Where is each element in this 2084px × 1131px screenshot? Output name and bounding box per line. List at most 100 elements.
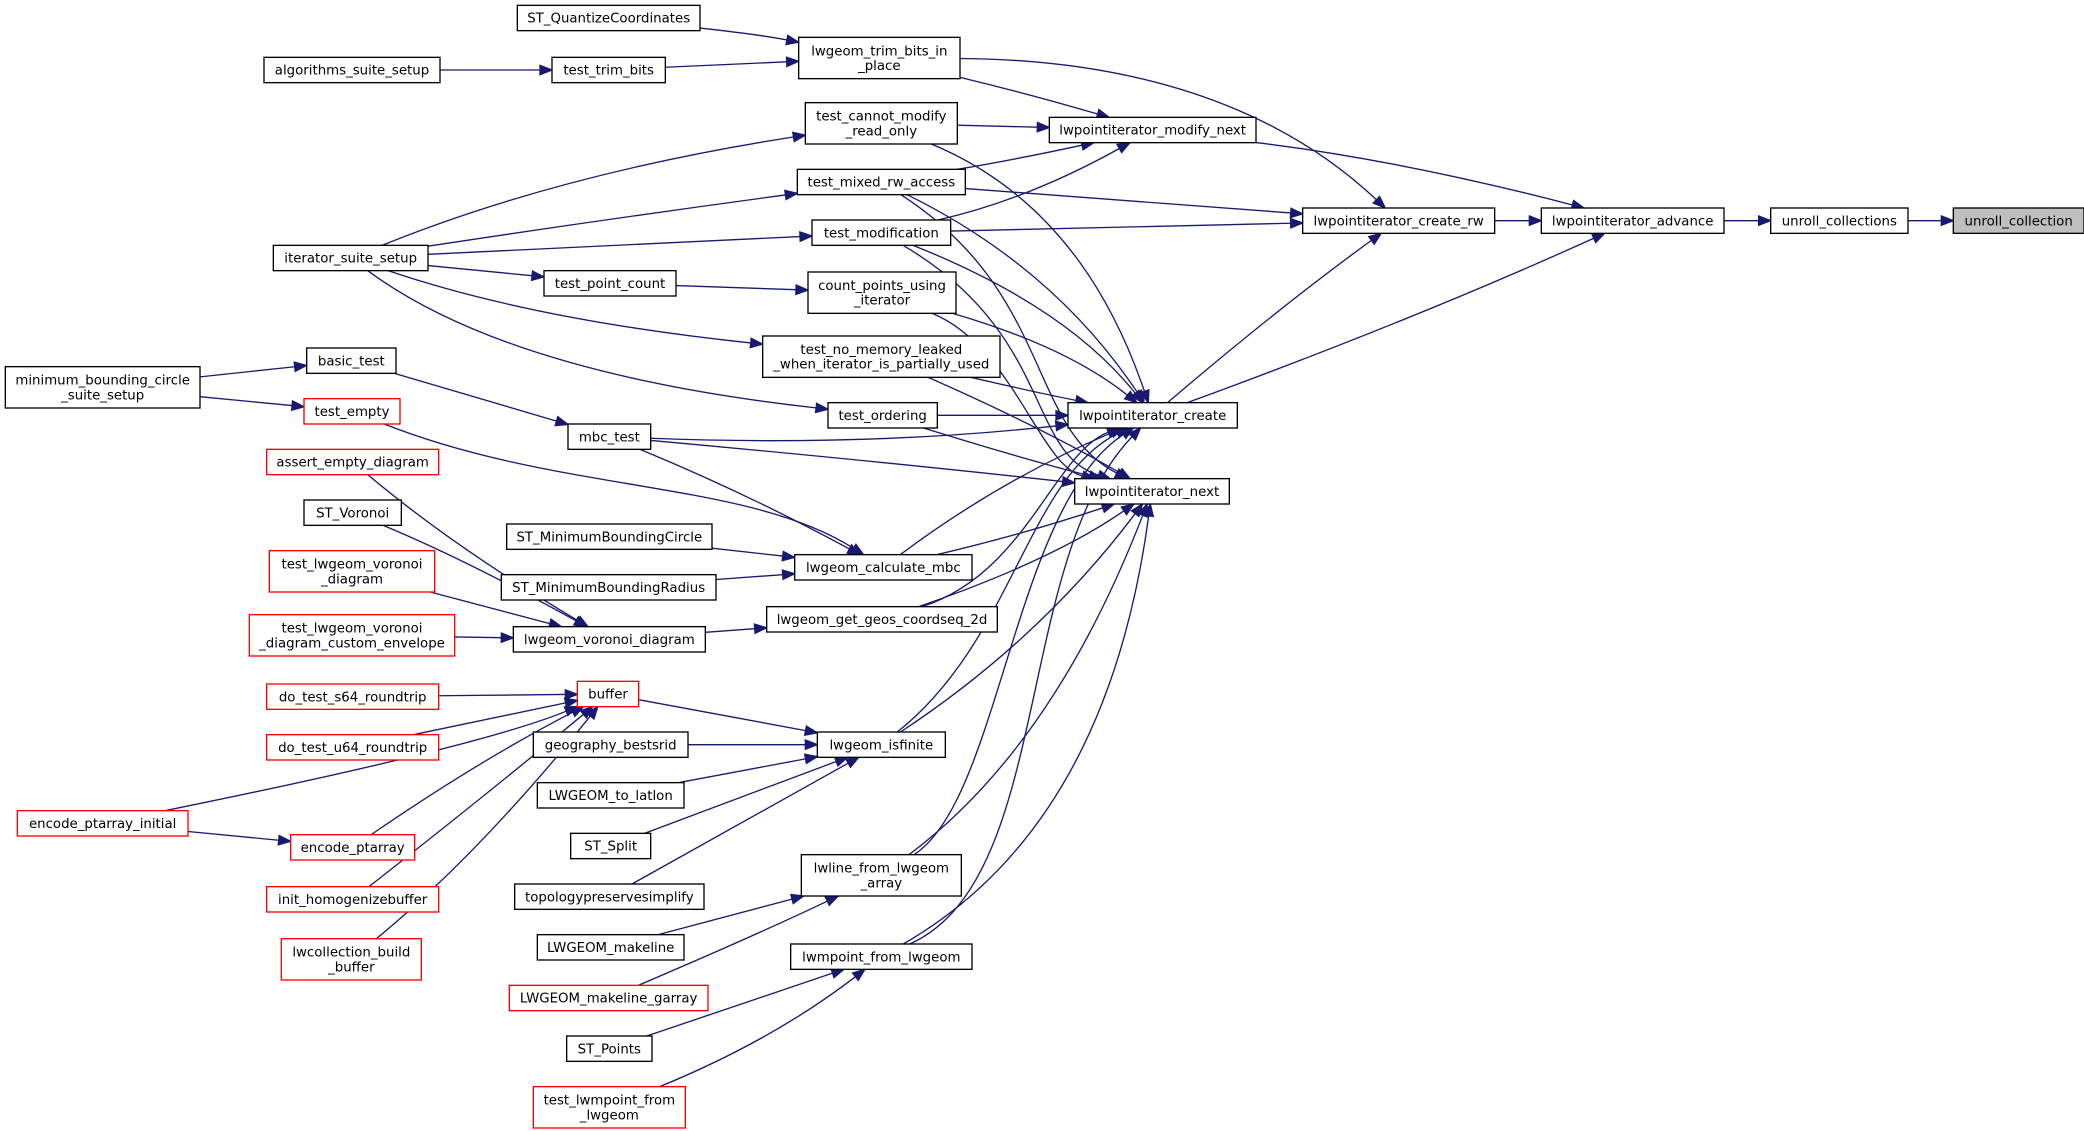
node-test-empty[interactable]: test_empty [303, 398, 401, 425]
node-label: lwpointiterator_next [1085, 485, 1219, 500]
node-label: test_lwgeom_voronoi [281, 558, 422, 573]
node-test-modification[interactable]: test_modification [811, 219, 952, 246]
node-lwcollection-build-buffer[interactable]: lwcollection_build_buffer [280, 938, 422, 981]
node-st-minimumboundingcircle[interactable]: ST_MinimumBoundingCircle [506, 523, 713, 550]
node-st-split[interactable]: ST_Split [570, 832, 652, 860]
node-lwpointiterator-create-rw[interactable]: lwpointiterator_create_rw [1302, 207, 1496, 234]
node-lwgeom-to-latlon[interactable]: LWGEOM_to_latlon [536, 782, 685, 809]
node-label: lwgeom_get_geos_coordseq_2d [777, 613, 988, 628]
node-lwgeom-voronoi-diagram[interactable]: lwgeom_voronoi_diagram [512, 626, 706, 653]
arrowhead [530, 270, 546, 282]
node-label: LWGEOM_makeline [547, 941, 674, 956]
edge-test-empty-to-lwgeom-calculate-mbc [383, 423, 854, 549]
node-lwgeom-makeline[interactable]: LWGEOM_makeline [536, 934, 685, 961]
node-count-points-using-iterator[interactable]: count_points_using_iterator [807, 271, 957, 314]
node-st-quantizecoordinates[interactable]: ST_QuantizeCoordinates [516, 4, 701, 32]
node-assert-empty-diagram[interactable]: assert_empty_diagram [266, 448, 440, 476]
edge-iterator-suite-setup-to-test-ordering [367, 270, 817, 409]
arrowhead [803, 724, 820, 737]
arrowhead [563, 697, 580, 709]
node-test-ordering[interactable]: test_ordering [827, 402, 938, 429]
node-iterator-suite-setup[interactable]: iterator_suite_setup [272, 244, 429, 272]
edge-lwgeom-isfinite-to-lwpointiterator-next [900, 513, 1136, 733]
node-box [516, 4, 701, 32]
node-label: lwgeom_voronoi_diagram [524, 633, 695, 648]
node-basic-test[interactable]: basic_test [306, 347, 397, 374]
edge-encode-ptarray-to-buffer [370, 711, 574, 836]
node-do-test-s64-roundtrip[interactable]: do_test_s64_roundtrip [266, 683, 440, 710]
node-minimum-bounding-circle-suite-setup[interactable]: minimum_bounding_circle_suite_setup [4, 366, 201, 409]
node-box [1067, 402, 1238, 429]
arrowhead [1127, 426, 1142, 442]
node-label: LWGEOM_makeline_garray [520, 992, 698, 1007]
node-box [794, 554, 973, 581]
edge-st-minimumboundingradius-to-lwgeom-calculate-mbc [715, 573, 783, 581]
node-init-homogenizebuffer[interactable]: init_homogenizebuffer [266, 886, 440, 913]
node-unroll-collections[interactable]: unroll_collections [1770, 207, 1909, 234]
node-buffer[interactable]: buffer [576, 680, 640, 708]
node-do-test-u64-roundtrip[interactable]: do_test_u64_roundtrip [266, 734, 440, 761]
node-topologypreservesimplify[interactable]: topologypreservesimplify [514, 883, 705, 910]
node-box [576, 680, 640, 708]
arrowhead [539, 64, 554, 76]
arrowhead [554, 415, 570, 427]
node-geography-bestsrid[interactable]: geography_bestsrid [532, 731, 689, 758]
edge-encode-ptarray-initial-to-encode-ptarray [187, 830, 279, 841]
node-lwgeom-trim-bits-in-place[interactable]: lwgeom_trim_bits_in_place [798, 36, 961, 80]
node-test-point-count[interactable]: test_point_count [543, 270, 677, 297]
node-test-trim-bits[interactable]: test_trim_bits [551, 56, 666, 84]
edge-lwpointiterator-modify-next-to-lwpointiterator-advance [1255, 141, 1573, 206]
node-box [536, 934, 685, 961]
node-mbc-test[interactable]: mbc_test [567, 423, 652, 450]
node-label: lwgeom_calculate_mbc [806, 561, 961, 576]
node-lwgeom-makeline-garray[interactable]: LWGEOM_makeline_garray [508, 984, 709, 1012]
node-label: lwpointiterator_advance [1552, 214, 1714, 229]
node-lwline-from-lwgeom-array[interactable]: lwline_from_lwgeom_array [800, 854, 962, 897]
node-test-cannot-modify-read-only[interactable]: test_cannot_modify_read_only [804, 102, 958, 145]
edge-st-quantizecoordinates-to-lwgeom-trim-bits-in-place [699, 27, 788, 41]
node-st-voronoi[interactable]: ST_Voronoi [303, 499, 402, 526]
node-algorithms-suite-setup[interactable]: algorithms_suite_setup [263, 56, 441, 84]
node-test-lwgeom-voronoi-diagram[interactable]: test_lwgeom_voronoi_diagram [268, 550, 436, 593]
edge-lwgeom-get-geos-coordseq-2d-to-lwpointiterator-create [921, 431, 1109, 608]
node-label: LWGEOM_to_latlon [549, 789, 673, 804]
arrowhead [844, 756, 861, 769]
node-label: test_point_count [555, 277, 666, 292]
node-lwgeom-calculate-mbc[interactable]: lwgeom_calculate_mbc [794, 554, 973, 581]
node-encode-ptarray[interactable]: encode_ptarray [290, 834, 416, 861]
node-test-mixed-rw-access[interactable]: test_mixed_rw_access [796, 168, 966, 196]
edge-minimum-bounding-circle-suite-setup-to-test-empty [199, 396, 293, 407]
node-test-lwgeom-voronoi-diagram-custom-envelope[interactable]: test_lwgeom_voronoi_diagram_custom_envel… [248, 614, 456, 657]
edge-mbc-test-to-lwpointiterator-create [650, 425, 1057, 442]
node-label: init_homogenizebuffer [278, 893, 428, 908]
node-st-points[interactable]: ST_Points [566, 1035, 653, 1062]
node-lwpointiterator-next[interactable]: lwpointiterator_next [1074, 478, 1230, 505]
arrowhead [1061, 475, 1077, 488]
node-label: encode_ptarray_initial [29, 817, 176, 832]
node-box [514, 883, 705, 910]
node-box [266, 448, 440, 476]
node-unroll-collection[interactable]: unroll_collection [1952, 207, 2084, 234]
node-encode-ptarray-initial[interactable]: encode_ptarray_initial [16, 810, 189, 837]
node-st-minimumboundingradius[interactable]: ST_MinimumBoundingRadius [500, 574, 717, 601]
arrowhead [803, 753, 820, 765]
edge-test-mixed-rw-access-to-lwpointiterator-create [906, 194, 1139, 394]
node-test-no-memory-leaked[interactable]: test_no_memory_leaked_when_iterator_is_p… [762, 335, 1001, 378]
edge-test-lwgeom-voronoi-diagram-custom-envelope-to-lwgeom-voronoi-diagram [454, 636, 502, 639]
node-lwgeom-get-geos-coordseq-2d[interactable]: lwgeom_get_geos_coordseq_2d [766, 606, 998, 633]
edge-test-modification-to-lwpointiterator-modify-next [937, 147, 1120, 221]
arrowhead [799, 230, 814, 243]
edge-iterator-suite-setup-to-test-no-memory-leaked [387, 270, 751, 344]
arrowhead [572, 615, 589, 628]
node-lwpointiterator-create[interactable]: lwpointiterator_create [1067, 402, 1238, 429]
node-test-lwmpoint-from-lwgeom[interactable]: test_lwmpoint_from_lwgeom [532, 1086, 686, 1129]
edge-do-test-s64-roundtrip-to-buffer [438, 693, 566, 697]
node-lwpointiterator-modify-next[interactable]: lwpointiterator_modify_next [1048, 116, 1257, 144]
node-label: buffer [588, 688, 628, 703]
arrowhead [1590, 232, 1607, 244]
node-lwpointiterator-advance[interactable]: lwpointiterator_advance [1540, 207, 1725, 234]
node-lwgeom-isfinite[interactable]: lwgeom_isfinite [816, 731, 946, 758]
node-label: lwline_from_lwgeom [814, 862, 949, 877]
node-label: ST_Voronoi [316, 506, 389, 521]
node-lwmpoint-from-lwgeom[interactable]: lwmpoint_from_lwgeom [790, 943, 973, 970]
